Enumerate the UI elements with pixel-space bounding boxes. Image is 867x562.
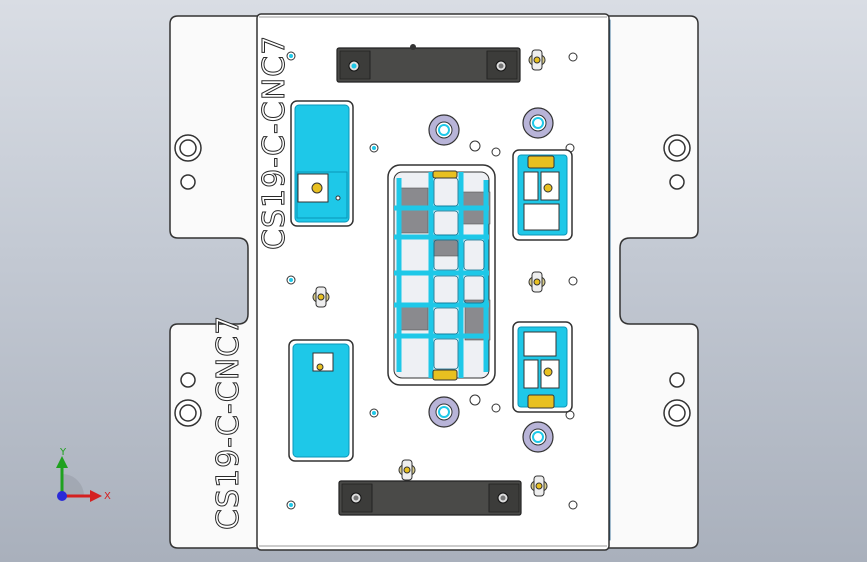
cavity-center bbox=[387, 164, 496, 386]
cavity-left-top bbox=[290, 100, 354, 227]
mount-hole bbox=[663, 399, 691, 427]
axis-y-label: Y bbox=[59, 447, 67, 458]
base-plate-right bbox=[607, 15, 699, 549]
cavity-right-top bbox=[512, 149, 573, 241]
mount-hole bbox=[669, 372, 685, 388]
locating-pin bbox=[312, 49, 548, 497]
bushing bbox=[428, 114, 460, 146]
mount-hole bbox=[180, 174, 196, 190]
part-label-main: CS19-C-CNC7 bbox=[257, 35, 292, 250]
mount-hole bbox=[669, 174, 685, 190]
bushing bbox=[522, 421, 554, 453]
mount-hole bbox=[663, 134, 691, 162]
mount-hole bbox=[174, 399, 202, 427]
clamp-bottom bbox=[338, 480, 522, 516]
cavity-left-bottom bbox=[288, 339, 354, 462]
coordinate-triad: Y X bbox=[56, 447, 111, 502]
bushing bbox=[428, 396, 460, 428]
part-label-side: CS19-C-CNC7 bbox=[211, 315, 246, 530]
cavity-right-bottom bbox=[512, 321, 573, 413]
axis-x-label: X bbox=[104, 491, 111, 502]
mount-hole bbox=[180, 372, 196, 388]
mount-hole bbox=[174, 134, 202, 162]
bushing bbox=[522, 107, 554, 139]
clamp-top bbox=[336, 44, 521, 83]
dowel-hole bbox=[286, 51, 578, 510]
